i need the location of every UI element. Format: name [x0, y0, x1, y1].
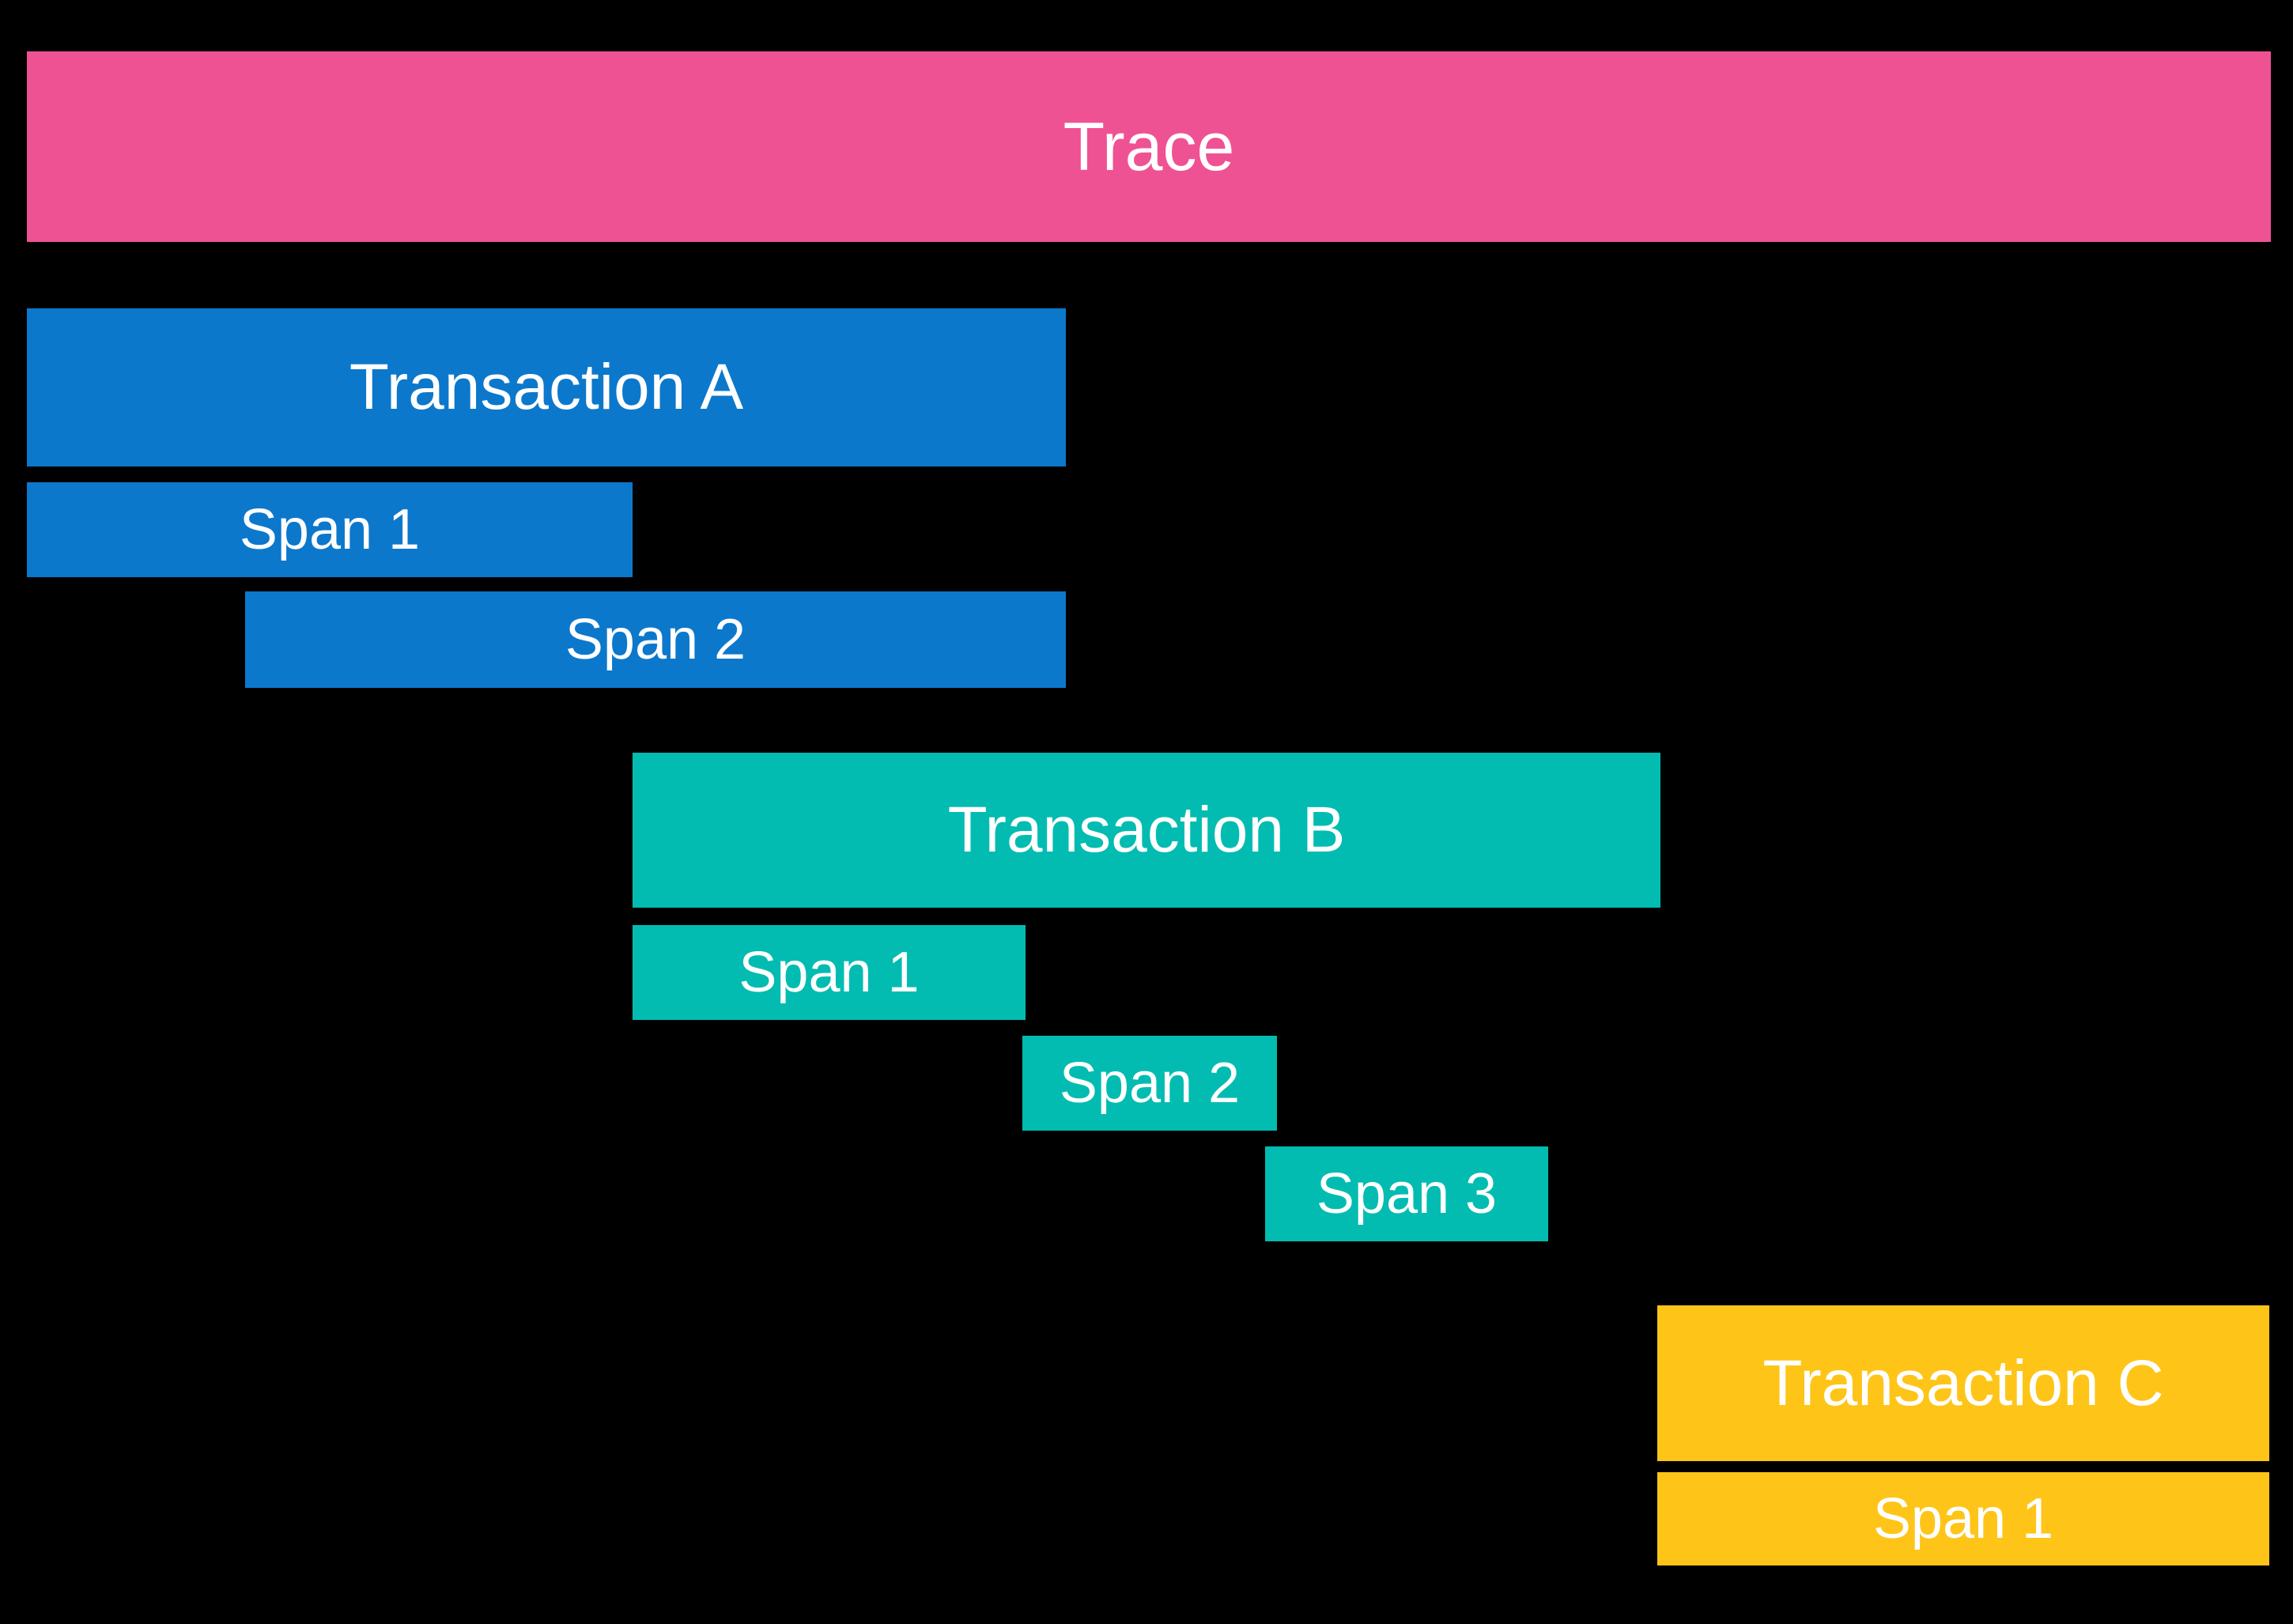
trace-bar-trace[interactable]: Trace [27, 51, 2271, 242]
span-bar-transaction-b-span-3[interactable]: Span 3 [1265, 1146, 1548, 1241]
transaction-label: Transaction B [947, 794, 1346, 866]
transaction-label: Transaction A [349, 351, 744, 423]
span-label: Span 2 [565, 608, 746, 671]
trace-label: Trace [1063, 108, 1235, 185]
transaction-bar-transaction-c[interactable]: Transaction C [1657, 1305, 2269, 1461]
span-bar-transaction-a-span-2[interactable]: Span 2 [245, 591, 1066, 688]
transaction-label: Transaction C [1762, 1346, 2164, 1419]
span-label: Span 1 [1872, 1487, 2054, 1550]
span-label: Span 1 [739, 941, 920, 1004]
span-label: Span 3 [1316, 1162, 1498, 1226]
span-bar-transaction-a-span-1[interactable]: Span 1 [27, 482, 633, 577]
transaction-bar-transaction-b[interactable]: Transaction B [633, 753, 1660, 908]
span-label: Span 1 [239, 498, 421, 561]
span-bar-transaction-c-span-1[interactable]: Span 1 [1657, 1472, 2269, 1565]
span-bar-transaction-b-span-1[interactable]: Span 1 [633, 925, 1026, 1020]
span-bar-transaction-b-span-2[interactable]: Span 2 [1022, 1036, 1277, 1131]
transaction-bar-transaction-a[interactable]: Transaction A [27, 308, 1066, 466]
span-label: Span 2 [1059, 1052, 1241, 1115]
